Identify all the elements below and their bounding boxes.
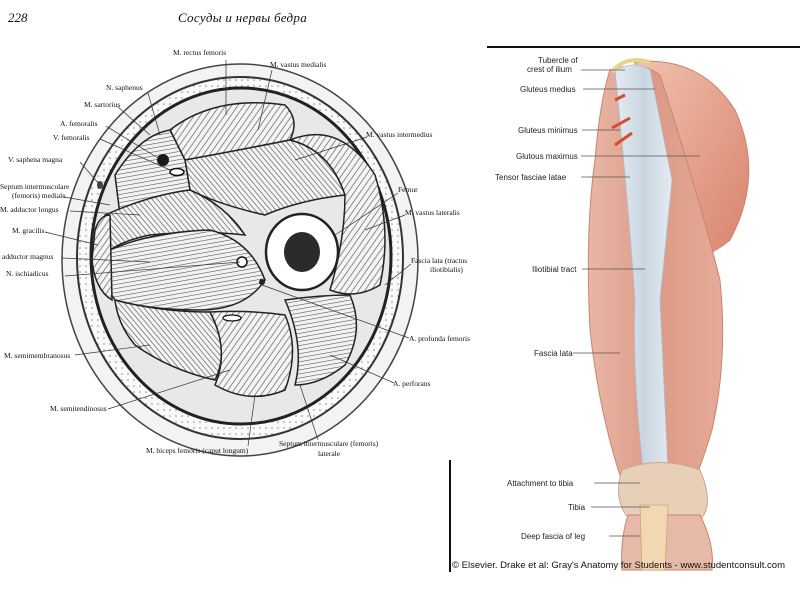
label-tubercle-1: Tubercle of: [538, 56, 578, 65]
label-tubercle-2: crest of ilium: [527, 65, 572, 74]
label-semitendinosus: M. semitendinosus: [50, 404, 107, 413]
label-a-perforans: A. perforans: [393, 379, 431, 388]
label-semimembranosus: M. semimembranosus: [4, 351, 71, 360]
label-n-saphenus: N. saphenus: [106, 83, 143, 92]
label-biceps-femoris: M. biceps femoris (caput longum): [146, 446, 249, 455]
label-tensor-fasciae-latae: Tensor fasciae latae: [495, 173, 567, 182]
gracilis-region: [91, 214, 113, 302]
label-deep-fascia-of-leg: Deep fascia of leg: [521, 532, 586, 541]
femoral-vein-mark: [157, 154, 169, 166]
label-fascia-lata: Fascia lata: [534, 349, 573, 358]
leg-leader-lines: [573, 69, 700, 537]
label-vastus-lateralis: M. vastus lateralis: [405, 208, 460, 217]
iliac-crest-shape: [610, 58, 651, 74]
copyright-credit: © Elsevier. Drake et al: Gray's Anatomy …: [452, 560, 786, 571]
label-femur: Femur: [398, 185, 418, 194]
page-title: Сосуды и нервы бедра: [178, 10, 308, 25]
label-gluteus-medius: Gluteus medius: [520, 85, 576, 94]
adductor-longus-region: [104, 189, 247, 252]
label-a-femoralis: A. femoralis: [60, 119, 98, 128]
label-septum-laterale-2: laterale: [318, 449, 341, 458]
label-v-femoralis: V. femoralis: [53, 133, 90, 142]
gluteus-minimus-mark: [611, 93, 633, 147]
femur-marrow: [284, 232, 320, 272]
label-iliotibial-tract: Iliotibial tract: [532, 265, 577, 274]
label-n-ischiadicus: N. ischiadicus: [6, 269, 49, 278]
label-vastus-medialis: M. vastus medialis: [270, 60, 327, 69]
femoral-artery-mark: [169, 167, 185, 177]
label-a-profunda-femoris: A. profunda femoris: [409, 334, 471, 343]
label-gracilis: M. gracilis: [12, 226, 45, 235]
label-rectus-femoris: M. rectus femoris: [173, 48, 227, 57]
iliotibial-tract-shape: [614, 64, 673, 486]
tibia-shape: [639, 504, 669, 571]
label-gluteus-maximus: Glutous maximus: [516, 152, 578, 161]
label-septum-mediale-1: Septum intermusculare: [0, 182, 70, 191]
semimembranosus-region: [114, 298, 223, 381]
page-number: 228: [8, 10, 28, 25]
label-tibia: Tibia: [568, 503, 586, 512]
label-fascia-lata-2: iliotibialis): [430, 265, 463, 274]
vastus-lateralis-region: [287, 133, 386, 295]
biceps-femoris-region: [283, 294, 358, 386]
leader-lines: [44, 60, 412, 447]
label-attachment-to-tibia: Attachment to tibia: [507, 479, 574, 488]
semitendinosus-region: [208, 310, 294, 398]
label-septum-mediale-2: (femoris) mediale: [12, 191, 66, 200]
label-adductor-longus: M. adductor longus: [0, 205, 59, 214]
perforating-artery-mark: [222, 314, 242, 322]
label-v-saphena-magna: V. saphena magna: [8, 155, 63, 164]
label-sartorius: M. sartorius: [84, 100, 121, 109]
profunda-femoris-mark: [259, 279, 265, 285]
label-gluteus-minimus: Gluteus minimus: [518, 126, 578, 135]
label-adductor-magnus: adductor magnus: [2, 252, 54, 261]
label-septum-laterale-1: Septum intermusculare (femoris): [279, 439, 379, 448]
label-vastus-intermedius: M. vastus intermedius: [366, 130, 433, 139]
label-fascia-lata-1: Fascia lata (tractus: [411, 256, 468, 265]
